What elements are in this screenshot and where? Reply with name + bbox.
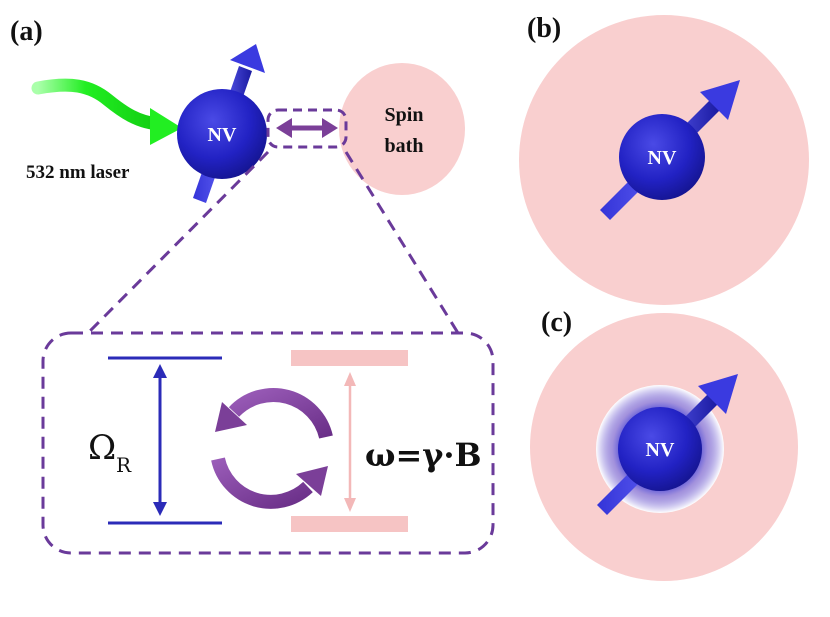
spin-bath <box>339 63 465 195</box>
zoom-line-right <box>344 151 460 334</box>
panel-c-label: (c) <box>541 307 572 338</box>
nv-center-c <box>618 407 702 491</box>
rabi-symbol: Ω <box>88 428 116 468</box>
nv-center-a <box>177 89 267 179</box>
nv-energy-levels <box>108 356 222 525</box>
cycle-arrows-icon <box>211 388 333 509</box>
laser-label: 532 nm laser <box>26 162 130 183</box>
nv-label-b: NV <box>648 147 677 169</box>
spin-bath-label-line2: bath <box>385 135 424 157</box>
nv-label-c: NV <box>646 439 675 461</box>
panel-b-label: (b) <box>527 13 561 44</box>
nv-label-a: NV <box>208 124 237 146</box>
coupling-dashed-box <box>266 108 348 149</box>
energy-level-box <box>41 331 495 555</box>
panel-a: (a) 532 nm laser NV Spin bath <box>10 16 495 555</box>
panel-c: (c) NV <box>530 307 798 581</box>
larmor-label: ω=γ·B <box>365 436 482 474</box>
nv-center-b <box>619 114 705 200</box>
spin-bath-label-line1: Spin <box>385 104 424 126</box>
panel-b: (b) NV <box>519 13 809 305</box>
double-arrow-icon <box>276 118 338 138</box>
bath-energy-levels <box>291 350 408 532</box>
wavy-arrow-icon <box>31 78 182 145</box>
panel-a-label: (a) <box>10 16 43 47</box>
zoom-line-left <box>86 150 270 335</box>
rabi-subscript: R <box>116 453 132 477</box>
